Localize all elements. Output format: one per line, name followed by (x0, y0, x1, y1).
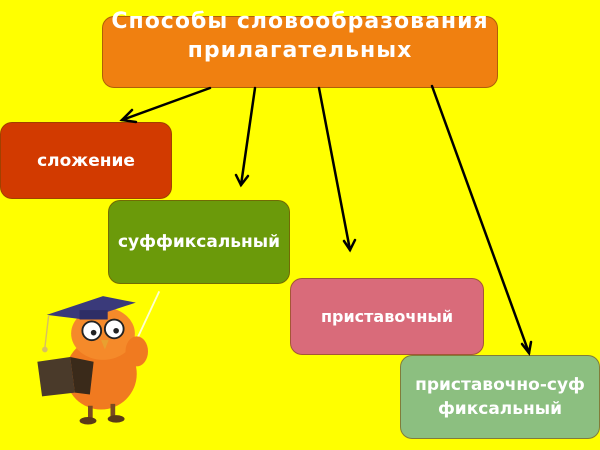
method-box-suffixal: суффиксальный (108, 200, 290, 284)
method-label: суффиксальный (117, 232, 281, 252)
method-label: приставочный (320, 307, 454, 326)
arrow-to-suffixal (234, 86, 257, 188)
method-box-prefixal: приставочный (290, 278, 484, 355)
arrow-to-prefixal (317, 86, 357, 253)
owl-teacher-icon (37, 290, 161, 425)
diagram-title: Способы словообразования прилагательных (111, 9, 489, 63)
method-label: приставочно-суффиксальный (415, 375, 585, 419)
title-box: Способы словообразования прилагательных (102, 9, 498, 88)
method-box-compounding: сложение (0, 122, 172, 199)
arrow-to-compounding (119, 86, 212, 124)
method-box-prefixal-suffixal: приставочно-суффиксальный (400, 355, 600, 439)
method-label: сложение (37, 150, 135, 171)
